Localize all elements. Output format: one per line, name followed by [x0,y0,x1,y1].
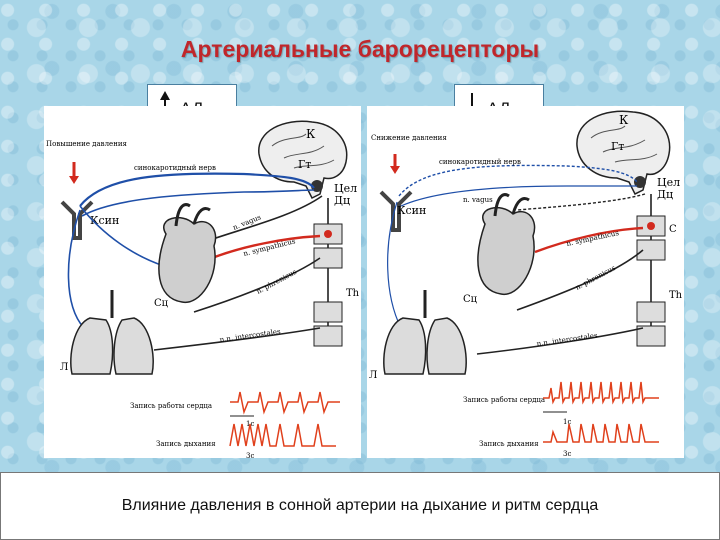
stimulus-label: Повышение давления [46,140,128,148]
intercostales-label: n.n. intercostales [536,331,598,348]
left-diagram-panel: К Гт Цел Дц Повышение давления Ксин сино… [44,106,361,460]
hypothalamus-label: Гт [298,158,311,171]
brain-icon [576,110,671,196]
phrenicus-label: n. phrenicus [255,268,298,296]
caption-text: Влияние давления в сонной артерии на дых… [121,497,599,514]
sympathicus-label: n. sympathicus [566,229,620,248]
heart-tracing [543,381,659,405]
right-lung-icon [113,317,154,375]
cervical-label: С [669,224,677,235]
heart-label: Сц [463,294,478,305]
brainstem-label: Дц [657,188,673,201]
sinocarotid-nerve [398,164,638,197]
time-mark-2: 3с [563,450,571,458]
brainstem-node [634,176,646,188]
right-diagram-panel: К Гт Цел Дц Снижение давления Ксин синок… [367,106,684,458]
thoracic-label: Th [669,290,683,301]
brainstem-node [311,180,323,192]
thoracic-label: Th [346,288,360,299]
time-mark-2: 3с [246,452,254,458]
sympathetic-nerve [534,226,644,254]
heart-icon [158,216,217,303]
sinocarotid-nerve [79,172,315,207]
brain-icon [258,120,348,200]
lungs-label: Л [369,370,377,381]
sympathicus-label: n. sympathicus [243,237,297,258]
slide-title: Артериальные барорецепторы [180,36,540,62]
breath-tracing [543,423,659,443]
sinus-label: Ксин [90,214,119,227]
sinus-label: Ксин [397,204,426,217]
caption-box: Влияние давления в сонной артерии на дых… [0,472,720,540]
baroreceptor-decrease-diagram: К Гт Цел Дц Снижение давления Ксин синок… [369,110,683,458]
heart-icon [477,206,536,295]
heart-tracing [230,391,340,415]
sympathetic-nerve [211,234,321,260]
hypothalamus-label: Гт [611,140,624,153]
record-heart-label: Запись работы сердца [463,396,545,404]
stimulus-label: Снижение давления [371,134,447,142]
nerve-label: синокаротидный нерв [439,158,521,166]
right-lung-icon [426,317,467,375]
record-breath-label: Запись дыхания [479,440,539,448]
center-label: Цел [334,182,357,195]
record-breath-label: Запись дыхания [156,440,216,448]
time-mark: 1с [563,418,571,426]
breath-tracing [229,423,336,447]
intercostales-label: n.n. intercostales [219,327,281,344]
left-lung-icon [70,317,114,375]
cortex-label: К [306,127,316,141]
center-label: Цел [657,176,680,189]
vagus-label: n. vagus [463,196,493,204]
vagus-label: n. vagus [232,213,263,232]
brainstem-label: Дц [334,194,350,207]
heart-label: Сц [154,298,169,309]
left-lung-icon [383,317,427,375]
phrenicus-label: n. phrenicus [574,264,617,292]
baroreceptor-increase-diagram: К Гт Цел Дц Повышение давления Ксин сино… [46,120,360,460]
lungs-label: Л [60,362,68,373]
nerve-label: синокаротидный нерв [134,164,216,172]
record-heart-label: Запись работы сердца [130,402,212,410]
cortex-label: К [619,113,629,127]
